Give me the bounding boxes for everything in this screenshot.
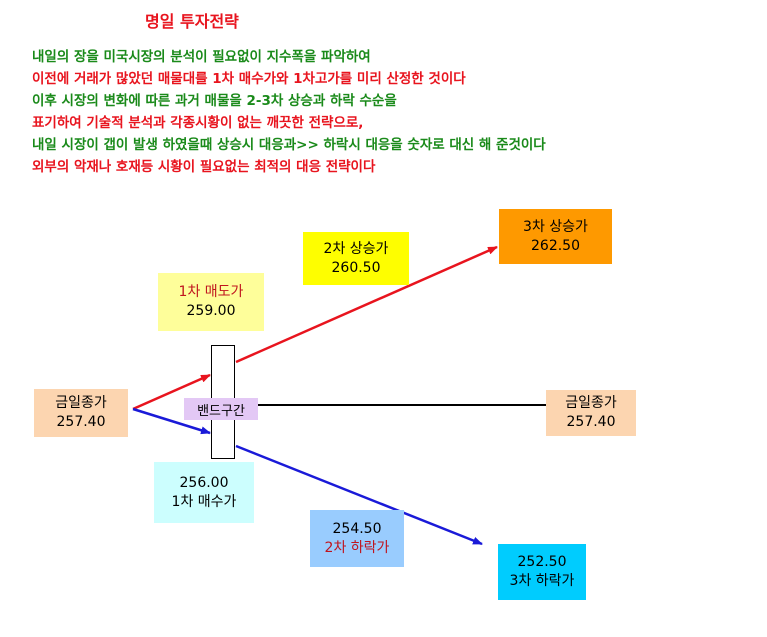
sell-1-value: 259.00 [186, 303, 236, 319]
up-2-label: 2차 상승가 [323, 240, 389, 257]
description-line-3: 이후 시장의 변화에 따른 과거 매물을 2-3차 상승과 하락 수순을 [32, 93, 397, 109]
buy-1-value: 256.00 [179, 474, 229, 491]
description-line-5: 내일 시장이 갭이 발생 하였을때 상승시 대응과>> 하락시 대응을 숫자로 … [32, 137, 546, 153]
down-arrow-long [235, 444, 483, 546]
buy-1-label: 1차 매수가 [171, 493, 237, 510]
down-2-label: 2차 하락가 [324, 539, 390, 556]
up-2-box: 2차 상승가 260.50 [303, 232, 409, 285]
description-line-4: 표기하여 기술적 분석과 각종시황이 없는 깨끗한 전략으로, [32, 115, 364, 131]
close-right-box: 금일종가 257.40 [546, 390, 636, 436]
close-left-box: 금일종가 257.40 [34, 389, 128, 437]
description-line-1: 내일의 장을 미국시장의 분석이 필요없이 지수폭을 파악하여 [32, 49, 371, 65]
page-title: 명일 투자전략 [145, 12, 239, 31]
description-line-6: 외부의 악재나 호재등 시황이 필요없는 최적의 대응 전략이다 [32, 159, 376, 175]
close-left-label: 금일종가 [55, 395, 107, 411]
close-right-label: 금일종가 [565, 395, 617, 411]
sell-1-box: 1차 매도가 259.00 [158, 273, 264, 331]
buy-1-box: 256.00 1차 매수가 [154, 462, 254, 523]
description-line-2: 이전에 거래가 많았던 매물대를 1차 매수가와 1차고가를 미리 산정한 것이… [32, 71, 466, 87]
sell-1-label: 1차 매도가 [178, 284, 244, 300]
down-2-value: 254.50 [332, 520, 382, 537]
band-label: 밴드구간 [184, 398, 258, 420]
up-3-value: 262.50 [531, 237, 580, 254]
up-arrow-short [132, 373, 211, 411]
down-arrow-short [132, 407, 211, 435]
down-3-value: 252.50 [517, 554, 567, 570]
down-3-box: 252.50 3차 하락가 [498, 544, 586, 600]
close-left-value: 257.40 [56, 414, 106, 430]
down-3-label: 3차 하락가 [509, 573, 575, 589]
close-right-value: 257.40 [566, 414, 616, 430]
up-3-box: 3차 상승가 262.50 [499, 209, 612, 264]
up-3-label: 3차 상승가 [523, 218, 588, 235]
down-2-box: 254.50 2차 하락가 [310, 510, 404, 567]
strategy-description: 내일의 장을 미국시장의 분석이 필요없이 지수폭을 파악하여 이전에 거래가 … [32, 46, 546, 178]
up-2-value: 260.50 [331, 259, 381, 276]
up-arrow-long [235, 245, 498, 364]
